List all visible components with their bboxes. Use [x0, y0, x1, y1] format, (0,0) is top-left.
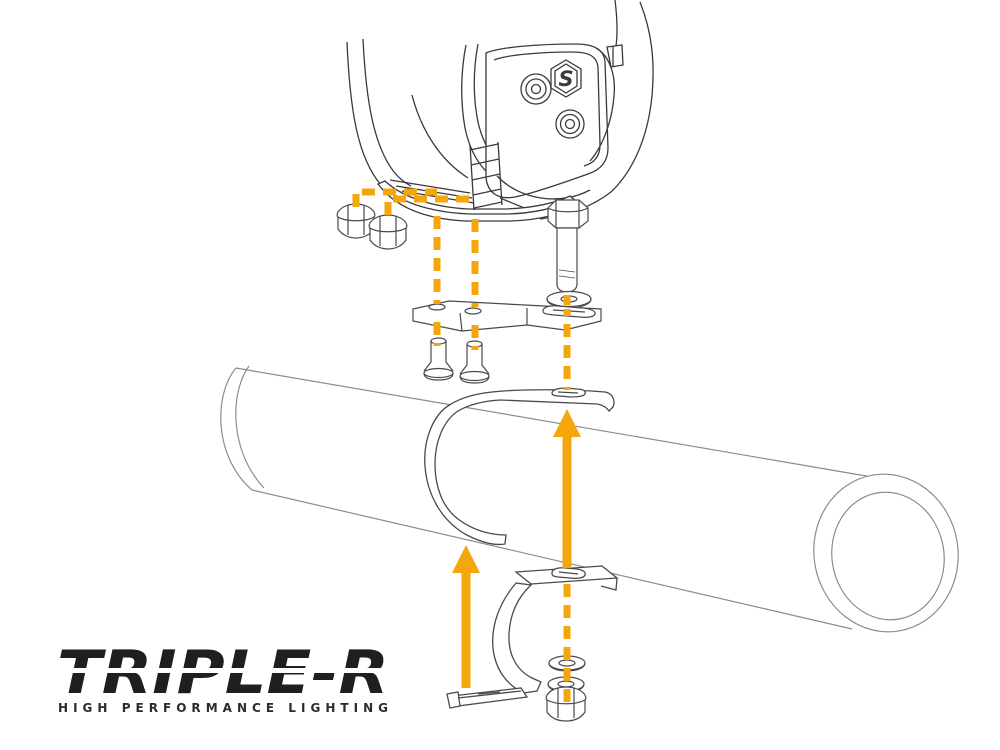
- mounting-tube: [220, 365, 959, 633]
- tube-bottom-edge: [251, 489, 853, 630]
- bracket-strap: [492, 582, 542, 694]
- wordmark-slash-stripe: [50, 668, 396, 673]
- dashed-path-nut-2: [384, 195, 475, 215]
- bolt-head: [547, 199, 589, 229]
- lamp-reflector-edge: [411, 94, 469, 179]
- lamp-fin-stack: [469, 141, 503, 211]
- tube-end-inner: [831, 491, 945, 621]
- assembly-guides: [352, 188, 571, 707]
- plate-hole-2: [464, 307, 482, 315]
- hex-nut-upper-2: [368, 214, 408, 250]
- lamp-glass-arc-1: [461, 44, 495, 179]
- tube-left-cap-seam: [235, 365, 265, 489]
- dashed-path-nut-1: [352, 188, 437, 207]
- bolt-shank: [556, 227, 578, 293]
- hex-nut-upper-1: [336, 203, 376, 239]
- lamp-side-panel: [485, 43, 609, 199]
- clamp-flange-slot-inner: [557, 391, 579, 394]
- hex-nut-lower: [545, 686, 587, 722]
- lamp-side-panel-inner: [493, 51, 601, 167]
- tube-left-cap: [220, 367, 253, 491]
- clamp-strap: [424, 389, 615, 546]
- badge-letter: S: [558, 67, 573, 91]
- lamp-fin-curve-right: [589, 47, 616, 162]
- arrow-up-bolt-axis: [553, 409, 581, 568]
- brand-logo: TRIPLE-R HIGH PERFORMANCE LIGHTING: [50, 638, 396, 715]
- saddle-clamp-upper: [424, 387, 615, 546]
- led-lamp-housing: S: [346, 0, 654, 222]
- hook-bracket-lower: [446, 565, 619, 709]
- tube-body-fill: [220, 368, 872, 629]
- countersunk-screw-2: [459, 340, 490, 384]
- lamp-fin-line-1: [389, 179, 471, 194]
- lamp-fixing-screw-2: [555, 109, 585, 139]
- arrow-up-clamp: [452, 545, 480, 688]
- lamp-right-shell-top: [614, 0, 618, 47]
- lamp-knuckle-curve: [496, 175, 591, 200]
- hex-bolt: [546, 199, 592, 309]
- bracket-foot-tab: [446, 691, 461, 709]
- lamp-outer-rim: [346, 41, 409, 205]
- assembly-arrows: [452, 409, 581, 688]
- tube-top-edge: [235, 367, 873, 478]
- lamp-badge-hexagon: S: [550, 59, 582, 98]
- lamp-inner-rim: [362, 38, 412, 187]
- lamp-fixing-screw-1: [520, 73, 552, 105]
- lamp-top-tab: [606, 44, 624, 68]
